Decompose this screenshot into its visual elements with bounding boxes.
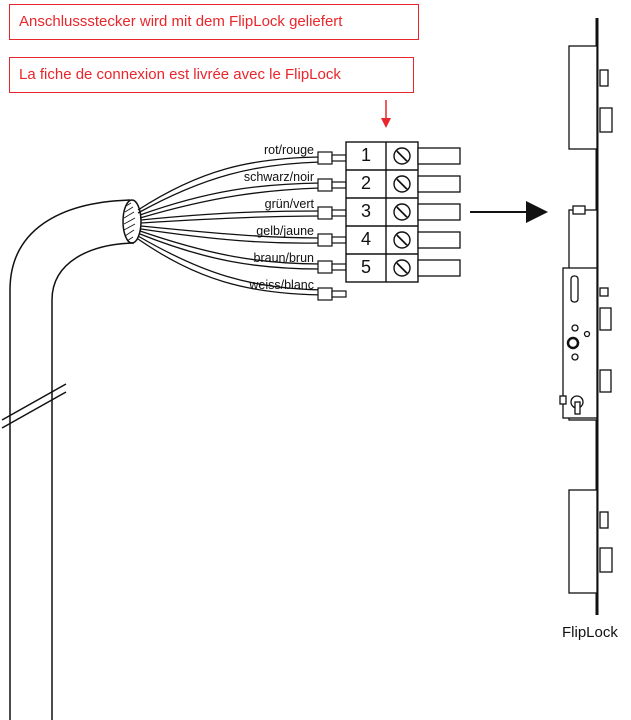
wire-6 xyxy=(137,235,331,291)
wires xyxy=(137,156,331,296)
wire-4b xyxy=(140,228,321,244)
wire-label-weiss: weiss/blanc xyxy=(249,278,314,292)
terminal-number-5: 5 xyxy=(360,257,371,277)
wire-6b xyxy=(137,238,331,296)
wire-label-rot: rot/rouge xyxy=(263,143,314,157)
wire-1b xyxy=(137,161,321,214)
callout-arrow xyxy=(381,100,391,128)
output-pins xyxy=(417,147,461,277)
wire-2b xyxy=(139,187,321,219)
wire-label-gruen: grün/vert xyxy=(264,197,314,211)
ferrules xyxy=(317,151,347,301)
wire-label-schwarz: schwarz/noir xyxy=(243,170,314,184)
terminal-number-3: 3 xyxy=(360,201,371,221)
terminal-number-4: 4 xyxy=(360,229,371,249)
callout-french: La fiche de connexion est livrée avec le… xyxy=(9,57,414,93)
screws xyxy=(393,147,411,277)
wire-4 xyxy=(140,225,321,239)
callout-german: Anschlussstecker wird mit dem FlipLock g… xyxy=(9,4,419,40)
wire-2 xyxy=(139,182,321,216)
cable-end-hatch xyxy=(123,202,136,242)
wire-label-braun: braun/brun xyxy=(253,251,314,265)
wire-3b xyxy=(140,215,321,224)
wire-1 xyxy=(137,156,321,211)
wire-label-gelb: gelb/jaune xyxy=(256,224,314,238)
terminal-number-2: 2 xyxy=(360,173,371,193)
fliplock-caption: FlipLock xyxy=(562,624,618,641)
wire-5 xyxy=(139,230,321,265)
wire-3 xyxy=(140,210,321,221)
arrow-to-lock xyxy=(470,201,548,223)
cable xyxy=(1,199,142,720)
wire-5b xyxy=(139,233,321,270)
terminal-number-1: 1 xyxy=(360,145,371,165)
fliplock xyxy=(559,18,613,615)
